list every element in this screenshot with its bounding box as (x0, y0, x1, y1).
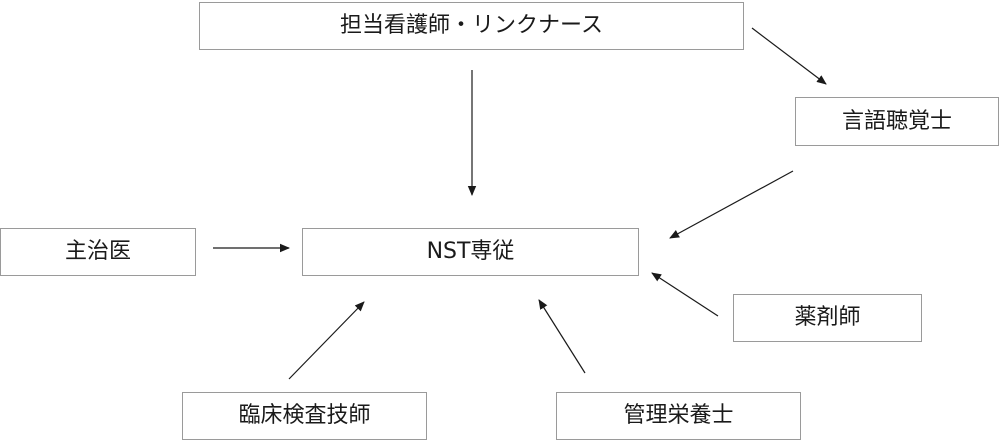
arrow-nurse-to-speech (751, 27, 827, 85)
node-clinical-lab-technician: 臨床検査技師 (182, 392, 427, 440)
node-dietitian: 管理栄養士 (556, 392, 801, 440)
arrow-speech-to-nst (669, 170, 794, 239)
arrow-pharmacist-to-nst (651, 272, 719, 317)
node-speech-therapist: 言語聴覚士 (795, 97, 999, 146)
node-nurse-link-nurse: 担当看護師・リンクナース (199, 2, 744, 50)
arrow-dietitian-to-nst (538, 299, 586, 374)
node-pharmacist: 薬剤師 (733, 294, 922, 342)
node-nst-dedicated: NST専従 (302, 228, 639, 276)
arrow-labtech-to-nst (288, 301, 365, 380)
node-attending-physician: 主治医 (0, 228, 196, 276)
